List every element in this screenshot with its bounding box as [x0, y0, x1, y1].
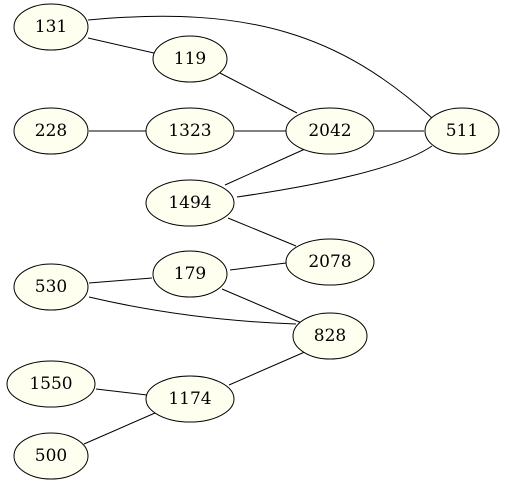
node-label-179: 179	[174, 264, 206, 284]
edge-131-119	[87, 37, 155, 54]
node-label-530: 530	[35, 277, 67, 297]
edge-179-828	[221, 288, 305, 325]
node-131: 131	[13, 3, 89, 51]
node-label-828: 828	[314, 326, 346, 346]
node-2042: 2042	[285, 107, 375, 155]
node-1323: 1323	[145, 107, 235, 155]
edge-1550-1174	[95, 388, 148, 396]
node-label-228: 228	[35, 121, 67, 141]
node-label-131: 131	[35, 17, 67, 37]
node-2078: 2078	[285, 238, 375, 286]
node-label-2042: 2042	[308, 121, 351, 141]
edge-1494-511	[236, 145, 433, 198]
node-layer: 131 119 228 1323 2042 511 1494 530	[6, 3, 500, 480]
node-1494: 1494	[145, 179, 235, 227]
node-179: 179	[152, 250, 228, 298]
node-label-119: 119	[174, 49, 206, 69]
edge-1494-2042	[224, 148, 306, 186]
node-228: 228	[13, 107, 89, 155]
node-label-1550: 1550	[29, 374, 72, 394]
node-828: 828	[292, 312, 368, 360]
node-label-1174: 1174	[168, 389, 211, 409]
node-label-2078: 2078	[308, 252, 351, 272]
edge-131-511	[87, 15, 433, 119]
node-1550: 1550	[6, 360, 96, 408]
node-119: 119	[152, 35, 228, 83]
edge-530-179	[88, 277, 153, 284]
edge-530-828	[88, 296, 297, 325]
node-label-1323: 1323	[168, 121, 211, 141]
edge-179-2078	[229, 262, 287, 271]
edge-1174-828	[228, 350, 308, 386]
edge-500-1174	[83, 412, 156, 445]
node-511: 511	[424, 107, 500, 155]
node-label-500: 500	[35, 446, 67, 466]
node-530: 530	[13, 263, 89, 311]
node-label-1494: 1494	[168, 193, 211, 213]
node-label-511: 511	[446, 121, 478, 141]
edge-119-2042	[219, 72, 298, 114]
edge-1494-2078	[227, 217, 297, 247]
edge-layer	[83, 15, 433, 445]
node-500: 500	[13, 432, 89, 480]
node-1174: 1174	[145, 375, 235, 423]
